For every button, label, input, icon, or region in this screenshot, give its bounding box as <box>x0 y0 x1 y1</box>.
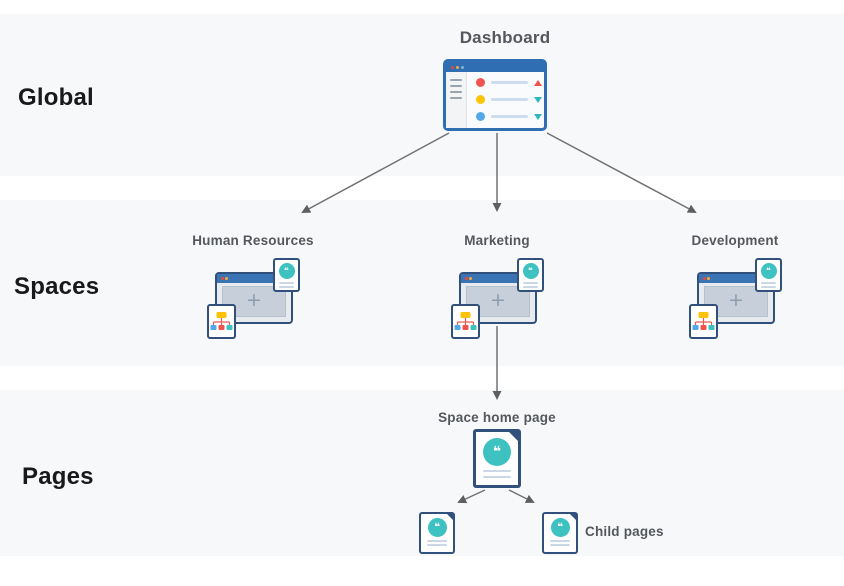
window-dot-red-icon <box>465 277 468 280</box>
dashboard-list-row <box>476 78 542 87</box>
space-window-titlebar <box>699 274 773 283</box>
text-line <box>279 281 294 284</box>
org-chart-glyph <box>210 311 233 330</box>
list-bar <box>491 98 528 101</box>
plus-icon: + <box>246 289 262 311</box>
quote-icon: ❝ <box>760 263 777 279</box>
space-window-titlebar <box>217 274 291 283</box>
dashboard-list-row <box>476 95 542 104</box>
quote-icon: ❝ <box>427 518 447 537</box>
dashboard-titlebar <box>446 62 544 72</box>
quote-page-icon: ❝ <box>755 258 782 292</box>
text-line <box>523 286 538 288</box>
space-label-human-resources: Human Resources <box>192 233 314 248</box>
window-dot-red-icon <box>703 277 706 280</box>
org-chart-page-icon <box>689 304 718 339</box>
quote-icon: ❝ <box>522 263 539 279</box>
window-dot-yellow-icon <box>456 65 459 69</box>
dashboard-label: Dashboard <box>459 28 551 47</box>
text-line <box>550 539 570 542</box>
space-cluster-marketing: + ❝ <box>442 255 552 345</box>
sidebar-line <box>450 85 462 87</box>
org-chart-glyph <box>692 311 715 330</box>
quote-page-icon: ❝ <box>273 258 300 292</box>
window-dot-yellow-icon <box>225 277 228 280</box>
dashboard-window-icon <box>443 59 547 131</box>
home-page-label: Space home page <box>438 410 556 425</box>
bullet-red-icon <box>476 78 485 87</box>
window-dot-yellow-icon <box>469 277 472 280</box>
text-line <box>761 281 776 284</box>
page-fold-icon <box>508 431 519 442</box>
text-line <box>427 539 447 542</box>
dashboard-body <box>446 72 544 128</box>
text-line <box>427 544 447 546</box>
row-label-global: Global <box>18 84 94 111</box>
bullet-blue-icon <box>476 112 485 121</box>
trend-down-icon <box>534 96 542 103</box>
org-chart-glyph <box>454 311 477 330</box>
plus-icon: + <box>490 289 506 311</box>
bullet-yellow-icon <box>476 95 485 104</box>
sidebar-line <box>450 97 462 99</box>
org-chart-page-icon <box>451 304 480 339</box>
quote-page-icon: ❝ <box>517 258 544 292</box>
child-page-icon: ❝ <box>419 512 455 554</box>
quote-icon: ❝ <box>550 518 570 537</box>
text-line <box>761 286 776 288</box>
quote-icon: ❝ <box>278 263 295 279</box>
sidebar-line <box>450 91 462 93</box>
text-line <box>523 281 538 284</box>
child-page-icon: ❝ <box>542 512 578 554</box>
list-bar <box>491 81 528 84</box>
page-fold-icon <box>446 513 454 521</box>
row-label-pages: Pages <box>22 463 94 490</box>
dashboard-sidebar <box>446 72 467 128</box>
trend-down-icon <box>534 113 542 120</box>
text-line <box>483 475 511 478</box>
plus-icon: + <box>728 289 744 311</box>
row-band-global <box>0 14 844 176</box>
space-label-marketing: Marketing <box>464 233 530 248</box>
window-dot-yellow-icon <box>707 277 710 280</box>
dashboard-list-row <box>476 112 542 121</box>
window-dot-blue-icon <box>461 65 464 69</box>
window-dot-red-icon <box>451 65 454 69</box>
space-cluster-development: + ❝ <box>680 255 790 345</box>
space-cluster-human-resources: + ❝ <box>198 255 308 345</box>
list-bar <box>491 115 528 118</box>
space-window-titlebar <box>461 274 535 283</box>
trend-up-icon <box>534 79 542 86</box>
child-pages-label: Child pages <box>585 524 664 539</box>
text-line <box>279 286 294 288</box>
sidebar-line <box>450 79 462 81</box>
text-line <box>483 469 511 472</box>
org-chart-page-icon <box>207 304 236 339</box>
row-label-spaces: Spaces <box>14 273 100 300</box>
window-dot-red-icon <box>221 277 224 280</box>
text-line <box>550 544 570 546</box>
page-fold-icon <box>569 513 577 521</box>
quote-icon: ❝ <box>483 438 511 466</box>
space-label-development: Development <box>691 233 779 248</box>
dashboard-list <box>467 72 544 128</box>
space-home-page-icon: ❝ <box>473 429 521 488</box>
